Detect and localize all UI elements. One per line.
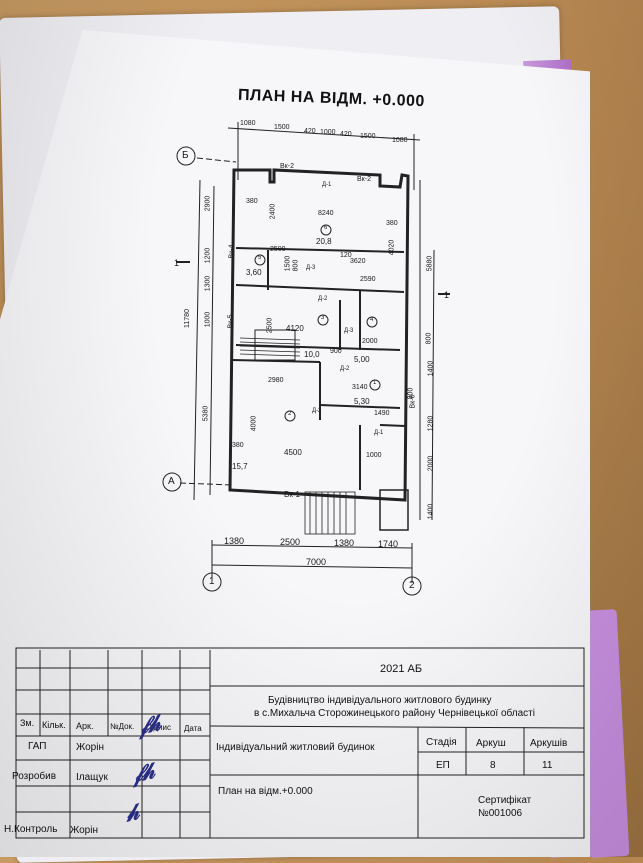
door-label: Д-3: [306, 265, 316, 271]
drawing-name: План на відм.+0.000: [218, 786, 313, 797]
header-col: Дата: [184, 724, 202, 733]
role-label: ГАП: [28, 741, 47, 752]
room-number: 1: [373, 380, 377, 386]
project-location: в с.Михальча Сторожинецького району Черн…: [254, 708, 535, 719]
header-col: №Док.: [110, 722, 135, 731]
axis-circle-1: [202, 572, 222, 592]
room-number: 5: [258, 255, 262, 261]
top-dim: 420: [340, 131, 352, 138]
bottom-dim: 1740: [378, 539, 399, 549]
top-dim: 1080: [392, 137, 408, 144]
axis-circle-b: [176, 146, 196, 166]
role-label: Н.Контроль: [4, 824, 58, 835]
window-label: Вк-2: [280, 163, 294, 170]
project-code: 2021 АБ: [380, 663, 423, 675]
axis-circle-a: [162, 472, 182, 492]
section-mark-left: 1: [174, 258, 180, 268]
inner-dim: 3620: [350, 258, 366, 265]
role-name: Ілащук: [76, 772, 108, 783]
inner-dim: 2500: [270, 246, 286, 253]
header-col: Арк.: [76, 721, 94, 731]
room-number: 6: [324, 225, 328, 231]
inner-dim: 2980: [268, 377, 284, 384]
room-number: 3: [321, 315, 325, 321]
sheet-label: Аркуш: [476, 738, 506, 749]
section-mark-right: 1: [444, 290, 450, 300]
inner-dim: 4500: [284, 448, 302, 457]
door-label: Д-2: [340, 366, 350, 372]
header-col: Зм.: [20, 718, 35, 728]
inner-dim: 1490: [374, 410, 390, 417]
room-area: 5,30: [354, 397, 370, 406]
axis-label-2: 2: [409, 580, 415, 591]
inner-dim: 8240: [318, 210, 334, 217]
role-label: Розробив: [12, 771, 57, 782]
header-col: Кільк.: [42, 720, 66, 730]
stairs-entry: [304, 491, 356, 535]
sheet-value: 8: [490, 760, 496, 771]
inner-dim: 120: [340, 252, 352, 259]
room-area: 15,7: [232, 462, 248, 471]
stairs-upper: [239, 337, 301, 357]
role-name: Жорін: [76, 742, 104, 753]
top-dim: 1500: [360, 133, 376, 140]
bottom-dim: 2500: [280, 537, 301, 547]
role-name: Жорін: [70, 825, 98, 836]
inner-dim: 3140: [352, 384, 368, 391]
axis-circle-2: [402, 576, 422, 596]
door-label: Д-2: [312, 408, 322, 414]
axis-label-1: 1: [209, 576, 215, 587]
room-area: 20,8: [316, 237, 332, 246]
bottom-dim: 1380: [334, 538, 355, 548]
overall-width: 7000: [306, 557, 327, 567]
inner-dim: 2590: [360, 276, 376, 283]
inner-dim: 380: [386, 220, 398, 227]
room-area: 10,0: [304, 350, 320, 359]
inner-dim: 1000: [366, 452, 382, 459]
axis-label-a: А: [168, 476, 175, 487]
top-dim-line: [227, 127, 421, 141]
window-label: Вк-2: [357, 176, 371, 183]
axis-label-b: Б: [182, 150, 189, 161]
top-dim: 1500: [274, 124, 290, 131]
room-area: 5,00: [354, 355, 370, 364]
door-label: Д-1: [374, 430, 384, 436]
room-area: 3,60: [246, 268, 262, 277]
inner-dim: 380: [232, 442, 244, 449]
top-dim: 420: [304, 128, 316, 135]
inner-dim: 900: [330, 348, 342, 355]
project-title: Будівництво індивідуального житлового бу…: [268, 695, 492, 706]
window-label: Вк-1: [284, 490, 300, 499]
door-label: Д-3: [344, 328, 354, 334]
stage-value: ЕП: [436, 760, 450, 771]
object-name: Індивідуальний житловий будинок: [216, 742, 375, 753]
bottom-dim: 1380: [224, 536, 245, 546]
door-label: Д-1: [322, 182, 332, 188]
inner-dim: 2000: [362, 338, 378, 345]
outer-wall: [228, 168, 410, 502]
inner-dim: 4120: [286, 324, 304, 333]
top-dim: 1080: [240, 120, 256, 127]
certificate-value: №001006: [478, 808, 523, 819]
stage-label: Стадія: [426, 737, 457, 748]
room-number: 4: [370, 317, 374, 323]
sheets-label: Аркушів: [530, 738, 568, 749]
door-label: Д-2: [318, 296, 328, 302]
sheets-value: 11: [542, 760, 553, 771]
room-number: 2: [288, 411, 292, 417]
certificate-label: Сертифікат: [478, 795, 532, 806]
paper-sheet: [0, 30, 590, 857]
header-col: Підпис: [146, 723, 171, 732]
inner-dim: 380: [246, 198, 258, 205]
top-dim: 1000: [320, 129, 336, 136]
